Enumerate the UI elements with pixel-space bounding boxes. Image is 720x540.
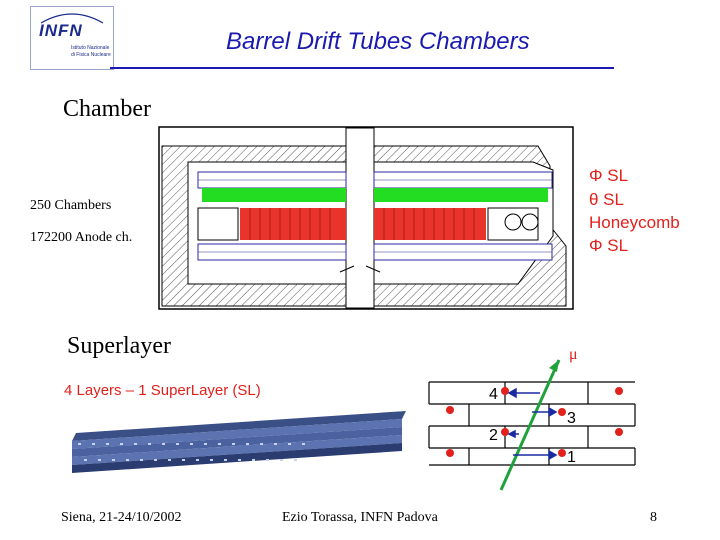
cell-number-1: 1	[567, 449, 576, 466]
cell-track-diagram: 4 3 2 1	[428, 359, 636, 491]
muon-track	[499, 359, 561, 491]
chamber-heading: Chamber	[63, 96, 151, 122]
phi-cells	[198, 179, 552, 253]
title-divider	[110, 67, 614, 69]
logo-wordmark: INFN	[39, 21, 83, 40]
phi-sl-green-left	[202, 188, 346, 202]
superlayer-heading: Superlayer	[67, 333, 171, 359]
honeycomb-right	[487, 207, 539, 241]
layer-top-face	[72, 411, 406, 441]
theta-sl-red-left	[240, 208, 346, 240]
logo-subtitle-1: Istituto Nazionale	[71, 45, 110, 51]
support-ring-2	[521, 213, 539, 231]
legend-honeycomb: Honeycomb	[589, 213, 680, 232]
central-gap	[345, 127, 375, 309]
footer-author: Ezio Torassa, INFN Padova	[282, 510, 438, 525]
superlayer-stack-diagram	[72, 411, 406, 473]
track-arrow-head	[549, 360, 559, 372]
cell-number-4: 4	[489, 386, 498, 403]
layers-caption: 4 Layers – 1 SuperLayer (SL)	[64, 382, 261, 399]
cell-markers	[78, 443, 305, 461]
phi-sl-green-right	[374, 188, 548, 202]
layer-1	[72, 419, 402, 449]
wire-dots	[446, 387, 623, 457]
logo-subtitle-2: di Fisica Nucleare	[71, 52, 111, 58]
chamber-cross-section-diagram	[158, 126, 574, 310]
theta-sl-red-right	[374, 208, 486, 240]
cell-number-3: 3	[567, 410, 576, 427]
logo-arc-icon	[40, 13, 104, 24]
support-ticks	[339, 265, 381, 273]
layer-2	[72, 427, 402, 457]
slide-title: Barrel Drift Tubes Chambers	[226, 28, 530, 55]
layer-4	[72, 443, 402, 473]
legend-phi-sl-top: Φ SL	[589, 166, 629, 185]
infn-logo: INFN Istituto Nazionale di Fisica Nuclea…	[30, 6, 114, 70]
legend-theta-sl: θ SL	[589, 190, 624, 209]
footer-location-date: Siena, 21-24/10/2002	[61, 510, 182, 525]
drift-arrows	[507, 387, 558, 461]
layer-3	[72, 435, 402, 465]
muon-label: μ	[569, 346, 578, 363]
legend-phi-sl-bottom: Φ SL	[589, 236, 629, 255]
anode-count-label: 172200 Anode ch.	[30, 230, 133, 245]
theta-cells	[249, 208, 475, 240]
chamber-count-label: 250 Chambers	[30, 198, 112, 213]
honeycomb-left	[197, 207, 239, 241]
cell-number-2: 2	[489, 427, 498, 444]
page-number: 8	[650, 510, 657, 525]
support-ring	[504, 213, 522, 231]
cell-grid	[428, 381, 636, 466]
